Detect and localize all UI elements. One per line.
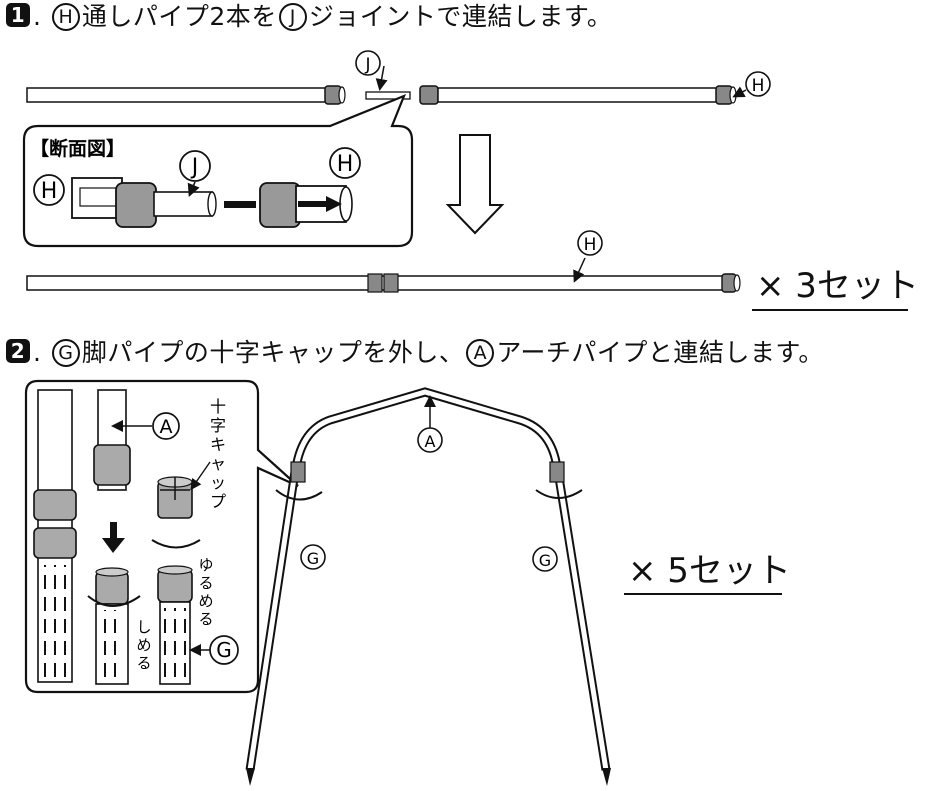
step-dot: . [33,338,42,367]
svg-text:め: め [198,592,213,610]
svg-text:H: H [41,179,58,204]
svg-text:プ: プ [210,492,226,511]
set-count-underline [752,309,908,311]
svg-text:J: J [190,155,199,180]
part-h-label: H [51,3,80,31]
step1-text-b: ジョイントで連結します。 [308,2,613,31]
cross-section-callout: 【断面図】 H J H [22,94,414,248]
set-count-step1: × 3セット [756,266,919,306]
set-count-underline [624,593,782,595]
svg-text:め: め [136,636,151,654]
pipe-h-callout: H [732,71,771,98]
svg-text:A: A [160,416,173,438]
svg-text:ャ: ャ [210,454,226,473]
svg-text:H: H [337,152,354,177]
assembled-pipe: H [26,230,741,293]
svg-text:字: 字 [210,416,226,435]
step2-text-b: アーチパイプと連結します。 [496,338,824,367]
set-count-step2: × 5セット [628,551,791,591]
step-dot: . [33,2,42,31]
svg-text:G: G [307,549,319,568]
part-j-label: J [278,3,307,31]
through-pipe-left [26,85,346,105]
svg-text:H: H [752,76,765,96]
svg-text:ッ: ッ [210,473,226,492]
step-number-badge: 1 [6,3,30,27]
loosen-label: ゆ る め る [198,556,213,628]
svg-text:る: る [198,610,213,628]
svg-text:G: G [539,551,551,570]
joint-part [365,91,411,100]
leg-detail-callout: A 十 字 キ ャ ッ プ ゆ る [24,379,299,694]
svg-text:し: し [136,618,151,636]
svg-text:J: J [364,55,370,75]
svg-text:H: H [584,235,597,255]
step2-text-a: 脚パイプの十字キャップを外し、 [81,338,465,367]
svg-text:る: る [198,574,213,592]
svg-text:ゆ: ゆ [198,556,213,574]
step-number-badge: 2 [6,339,30,363]
joint-callout: J [355,50,388,91]
cross-section-title: 【断面図】 [30,137,125,160]
part-g-label: G [51,339,80,367]
through-pipe-right [419,85,737,105]
svg-text:キ: キ [210,435,226,454]
down-arrow-icon [445,134,505,235]
arch-assembly: A G G [245,387,611,786]
svg-text:十: 十 [210,397,226,416]
svg-text:G: G [216,638,232,662]
part-a-label: A [466,339,495,367]
tighten-label: し め る [136,618,151,672]
step1-text-a: 通しパイプ2本を [81,2,277,31]
cross-cap-label: 十 字 キ ャ ッ プ [210,397,226,511]
svg-text:A: A [425,432,436,451]
svg-text:る: る [136,654,151,672]
